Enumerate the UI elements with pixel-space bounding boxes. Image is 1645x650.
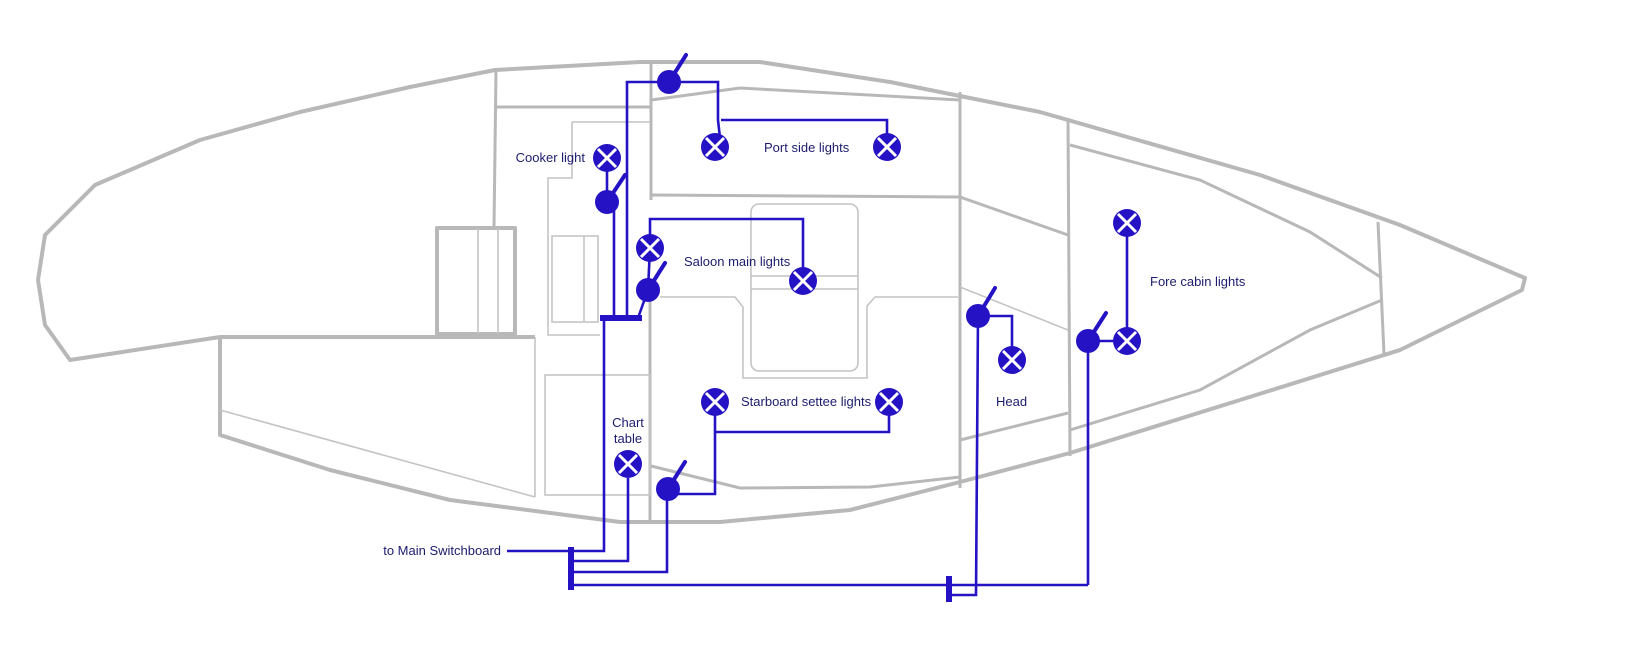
port-settee	[650, 86, 961, 102]
saloon-main-circuit	[646, 217, 805, 291]
chain-locker-bulkhead	[1376, 221, 1386, 355]
port-feed-2	[625, 80, 669, 318]
cooker-light-label: Cooker light	[516, 150, 586, 165]
chart-table-label-line1: Chart	[612, 415, 644, 430]
cockpit-sole	[219, 409, 536, 498]
chart-table-label-line2: table	[614, 431, 642, 446]
chart-table	[544, 374, 651, 496]
vee-berth	[1069, 298, 1383, 432]
lamp-cross-icon	[875, 388, 903, 416]
lamp-cross-icon	[998, 346, 1026, 374]
bulkhead	[1066, 117, 1072, 457]
starboard-settee	[650, 464, 961, 490]
companionway-steps	[435, 226, 517, 336]
toggle-switch-icon	[1076, 311, 1108, 353]
lamp-cross-icon	[873, 133, 901, 161]
port-settee	[650, 193, 961, 199]
head-label: Head	[996, 394, 1027, 409]
vee-berth	[1069, 143, 1383, 280]
chart-table-feed	[571, 478, 630, 563]
toggle-switch-icon	[595, 173, 627, 214]
toggle-switch-icon	[636, 261, 667, 302]
starboard-feed	[571, 489, 669, 574]
lamp-cross-icon	[614, 450, 642, 478]
lamp-cross-icon	[1113, 209, 1141, 237]
galley-counter	[547, 122, 600, 336]
lamp-cross-icon	[1113, 327, 1141, 355]
lamp-cross-icon	[636, 234, 664, 262]
toggle-switch-icon	[656, 460, 687, 501]
lamp-cross-icon	[701, 133, 729, 161]
saloon-table	[750, 203, 859, 372]
lamp-cross-icon	[593, 144, 621, 172]
starboard-settee	[660, 296, 958, 379]
toggle-switch-icon	[657, 53, 688, 94]
switches	[595, 53, 1108, 501]
starboard-settee-lights-label: Starboard settee lights	[741, 394, 872, 409]
lamp-cross-icon	[701, 388, 729, 416]
toggle-switch-icon	[966, 286, 997, 328]
port-side-lights-label: Port side lights	[764, 140, 850, 155]
hull-layout	[36, 60, 1527, 524]
bulkhead	[959, 286, 1069, 331]
labels: Cooker light Port side lights Saloon mai…	[383, 140, 1246, 558]
saloon-main-lights-label: Saloon main lights	[684, 254, 791, 269]
lamp-cross-icon	[789, 267, 817, 295]
bulkhead	[959, 195, 1069, 237]
lamps	[593, 133, 1141, 478]
fore-cabin-lights-label: Fore cabin lights	[1150, 274, 1246, 289]
bulkhead	[492, 69, 498, 229]
port-circuit	[669, 80, 723, 148]
galley-stove	[551, 235, 599, 323]
saloon-feed	[571, 318, 606, 553]
to-main-switchboard-label: to Main Switchboard	[383, 543, 501, 558]
head-feed	[949, 315, 980, 597]
hull-outline	[36, 60, 1527, 524]
